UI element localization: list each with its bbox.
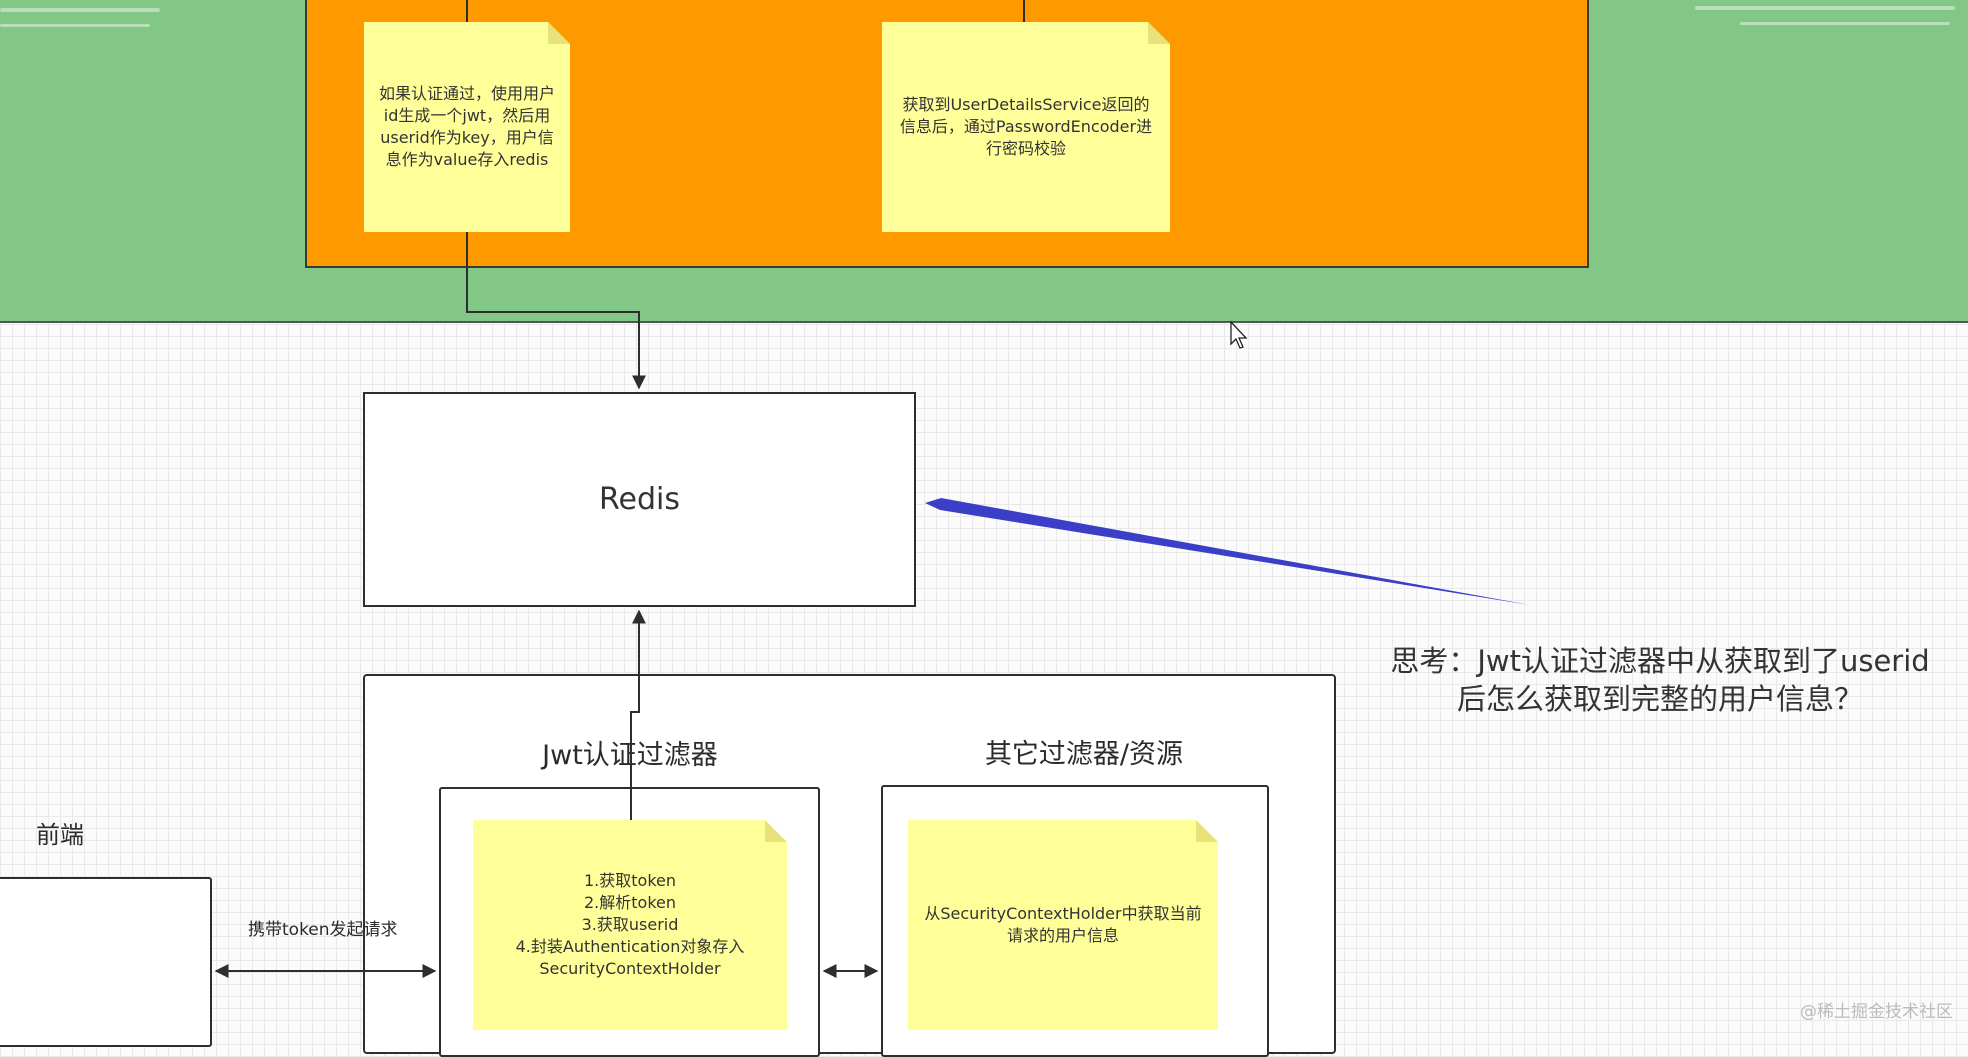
jwt-step-2: 2.解析token [583, 893, 676, 912]
note-get-user-info-text: 从SecurityContextHolder中获取当前请求的用户信息 [924, 904, 1202, 945]
jwt-step-1: 1.获取token [583, 871, 676, 890]
jwt-step-4: 4.封装Authentication对象存入 [515, 937, 745, 956]
cursor-icon [1230, 320, 1248, 349]
other-filters-title: 其它过滤器/资源 [984, 739, 1184, 770]
blur-artifact [0, 8, 160, 12]
jwt-step-5: SecurityContextHolder [539, 959, 721, 978]
note-jwt-filter-steps[interactable]: 1.获取token 2.解析token 3.获取userid 4.封装Authe… [473, 820, 787, 1030]
note-jwt-generate[interactable]: 如果认证通过，使用用户id生成一个jwt，然后用userid作为key，用户信息… [364, 22, 570, 232]
note-password-check[interactable]: 获取到UserDetailsService返回的信息后，通过PasswordEn… [882, 22, 1170, 232]
blur-artifact [0, 24, 150, 27]
redis-label: Redis [599, 482, 680, 517]
frontend-box[interactable] [0, 877, 212, 1047]
jwt-step-3: 3.获取userid [581, 915, 679, 934]
note-get-user-info[interactable]: 从SecurityContextHolder中获取当前请求的用户信息 [908, 820, 1218, 1030]
annotation-line-2: 后怎么获取到完整的用户信息？ [1456, 682, 1863, 716]
annotation-line-1: 思考：Jwt认证过滤器中从获取到了userid [1390, 644, 1930, 678]
edge-jwt-filter-to-redis [630, 609, 646, 820]
note-password-check-text: 获取到UserDetailsService返回的信息后，通过PasswordEn… [899, 95, 1153, 158]
connectors-layer [214, 0, 1530, 978]
blur-artifact [1695, 6, 1955, 10]
request-edge-label: 携带token发起请求 [248, 920, 398, 940]
blur-artifact [1740, 22, 1950, 25]
note-jwt-generate-text: 如果认证通过，使用用户id生成一个jwt，然后用userid作为key，用户信息… [378, 84, 555, 169]
annotation-arrow [925, 498, 1530, 605]
watermark: @稀土掘金技术社区 [1800, 1002, 1953, 1022]
edge-jwt-note-to-redis [466, 232, 646, 390]
redis-box[interactable]: Redis [363, 392, 916, 607]
annotation-text: 思考：Jwt认证过滤器中从获取到了userid 后怎么获取到完整的用户信息？ [1380, 642, 1940, 718]
jwt-filter-title: Jwt认证过滤器 [542, 740, 718, 771]
frontend-label: 前端 [36, 821, 84, 849]
